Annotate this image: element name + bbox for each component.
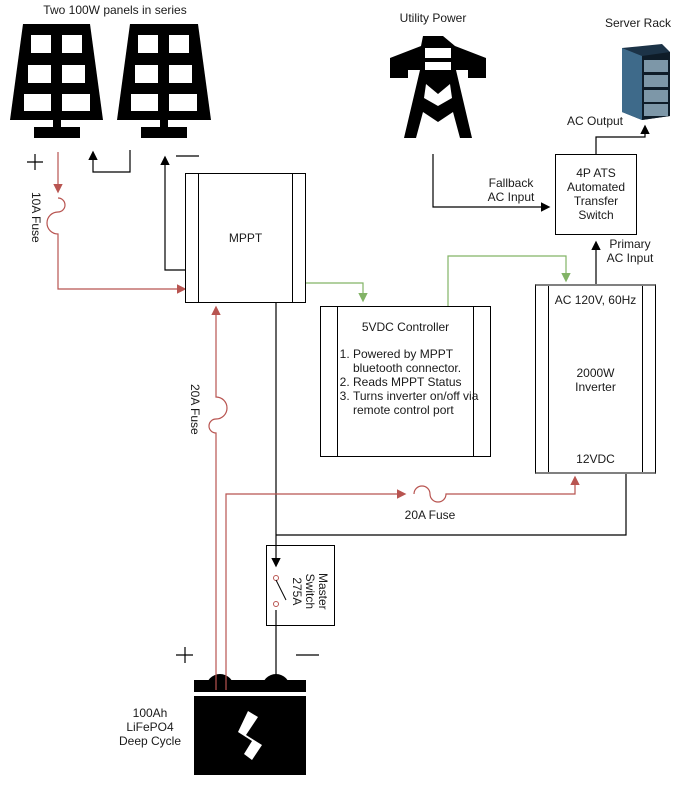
inverter-wattage: 2000W: [576, 366, 615, 380]
wire-battery-to-inverter: [225, 475, 580, 690]
wire-negative: [271, 302, 627, 690]
controller-box[interactable]: 5VDC Controller Powered by MPPT bluetoot…: [320, 306, 491, 457]
wire-panel-series: [88, 150, 186, 271]
inverter-box[interactable]: AC 120V, 60Hz 2000W Inverter 12VDC: [535, 284, 656, 474]
solar-panels-label: Two 100W panels in series: [43, 3, 187, 17]
switch-contacts: [273, 575, 287, 607]
controller-feature: Reads MPPT Status: [353, 375, 493, 389]
solar-panel-icon: [117, 24, 211, 138]
wire-ac: [432, 124, 650, 284]
polarity-signs: [27, 154, 319, 663]
master-switch-label: Master Switch 275A: [290, 573, 330, 610]
battery-chemistry: LiFePO4: [126, 720, 174, 734]
primary-line: Primary: [609, 237, 651, 251]
controller-feature: Powered by MPPT bluetooth connector.: [353, 347, 493, 375]
controller-title: 5VDC Controller: [361, 320, 450, 334]
master-switch-rating: 275A: [290, 577, 304, 606]
master-switch-line: Master: [316, 573, 330, 610]
fuse-20a-horizontal-label: 20A Fuse: [404, 508, 456, 522]
solar-panel-icon: [10, 24, 103, 138]
ats-line: 4P ATS: [576, 166, 616, 180]
mppt-title: MPPT: [228, 231, 263, 245]
controller-features: Powered by MPPT bluetooth connector. Rea…: [331, 347, 493, 417]
ats-box[interactable]: 4P ATS Automated Transfer Switch: [555, 154, 637, 235]
server-rack-label: Server Rack: [604, 16, 672, 30]
battery-capacity: 100Ah: [132, 706, 168, 720]
inverter-ac-spec: AC 120V, 60Hz: [554, 293, 637, 307]
wire-signal: [306, 255, 571, 306]
battery-icon: [194, 674, 306, 775]
primary-ac-input-label: Primary AC Input: [602, 237, 658, 265]
ac-output-label: AC Output: [566, 114, 624, 128]
battery-type: Deep Cycle: [118, 734, 182, 748]
inverter-dc-spec: 12VDC: [576, 452, 615, 466]
ats-line: Transfer: [573, 194, 619, 208]
transmission-tower-icon: [390, 36, 486, 138]
master-switch-box[interactable]: Master Switch 275A: [266, 545, 335, 626]
fuse-20a-vertical-label: 20A Fuse: [188, 384, 202, 435]
fallback-line: Fallback: [488, 176, 534, 190]
wire-battery-to-mppt: [208, 305, 228, 690]
fuse-10a-label: 10A Fuse: [29, 192, 43, 243]
wire-panel-positive-to-mppt: [46, 152, 187, 294]
inverter-title: 2000W Inverter: [536, 366, 655, 394]
server-rack-icon: [622, 44, 670, 120]
controller-feature: Turns inverter on/off via remote control…: [353, 389, 493, 417]
ats-line: Automated: [566, 180, 626, 194]
inverter-name: Inverter: [575, 380, 616, 394]
master-switch-line: Switch: [303, 573, 317, 610]
fallback-ac-input-label: Fallback AC Input: [476, 176, 546, 204]
mppt-box[interactable]: MPPT: [185, 173, 306, 303]
battery-label: 100Ah LiFePO4 Deep Cycle: [110, 706, 190, 748]
ac-input-line: AC Input: [606, 251, 654, 265]
ats-line: Switch: [578, 208, 614, 222]
utility-power-label: Utility Power: [399, 11, 467, 25]
ac-input-line: AC Input: [487, 190, 535, 204]
